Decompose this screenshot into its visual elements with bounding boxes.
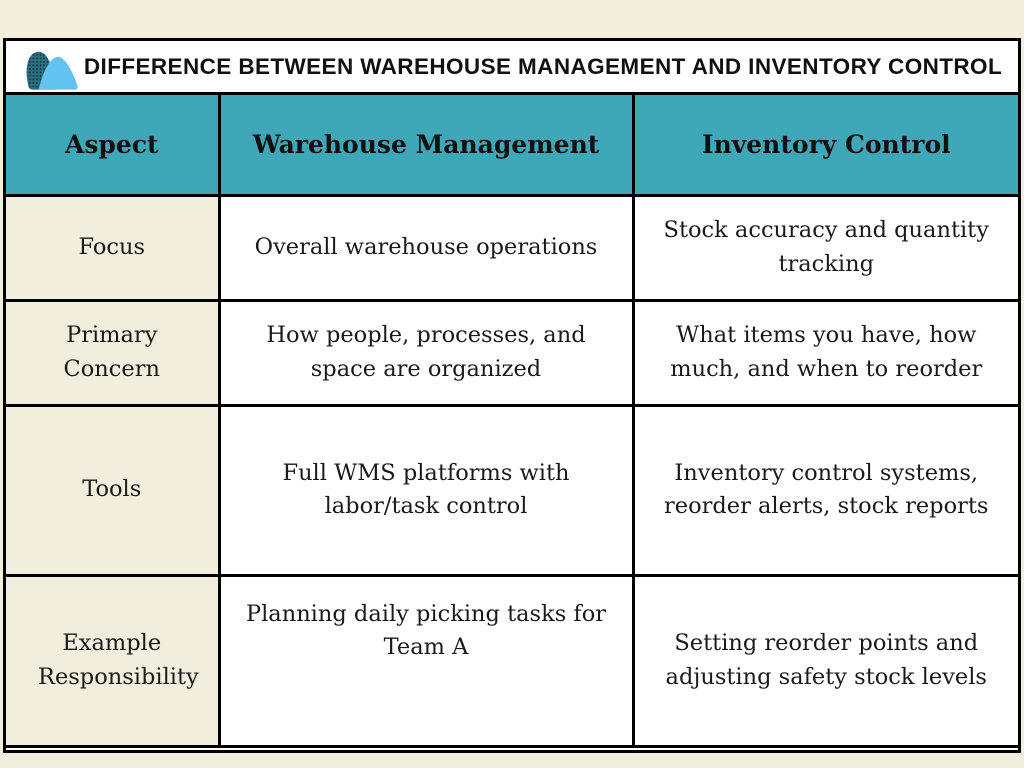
warehouse-cell: How people, processes, and space are org…	[217, 298, 635, 407]
warehouse-cell: Overall warehouse operations	[217, 193, 635, 302]
comparison-card: DIFFERENCE BETWEEN WAREHOUSE MANAGEMENT …	[3, 38, 1021, 753]
aspect-cell: Tools	[4, 403, 221, 577]
title-band: DIFFERENCE BETWEEN WAREHOUSE MANAGEMENT …	[6, 41, 1018, 95]
warehouse-cell: Planning daily picking tasks for Team A	[217, 573, 635, 747]
table-row-example-responsibility: Example Responsibility Planning daily pi…	[4, 573, 1020, 747]
aspect-cell: Primary Concern	[4, 298, 221, 407]
table-row-primary-concern: Primary Concern How people, processes, a…	[4, 298, 1020, 407]
two-peaks-logo-icon	[26, 51, 78, 90]
table-wrapper: Aspect Warehouse Management Inventory Co…	[4, 93, 1020, 748]
logo-light-peak	[38, 56, 78, 90]
table-header-row: Aspect Warehouse Management Inventory Co…	[4, 93, 1020, 197]
table-row-tools: Tools Full WMS platforms with labor/task…	[4, 403, 1020, 577]
inventory-cell: Inventory control systems, reorder alert…	[631, 403, 1020, 577]
warehouse-cell: Full WMS platforms with labor/task contr…	[217, 403, 635, 577]
page-title: DIFFERENCE BETWEEN WAREHOUSE MANAGEMENT …	[83, 53, 1003, 79]
column-header-inventory-control: Inventory Control	[631, 93, 1020, 197]
inventory-cell: Setting reorder points and adjusting saf…	[631, 573, 1020, 747]
aspect-cell: Focus	[4, 193, 221, 302]
column-header-warehouse-management: Warehouse Management	[217, 93, 635, 197]
inventory-cell: Stock accuracy and quantity tracking	[631, 193, 1020, 302]
comparison-table: Aspect Warehouse Management Inventory Co…	[4, 93, 1020, 747]
table-row-focus: Focus Overall warehouse operations Stock…	[4, 193, 1020, 302]
aspect-cell: Example Responsibility	[4, 573, 221, 747]
column-header-aspect: Aspect	[4, 93, 221, 197]
inventory-cell: What items you have, how much, and when …	[631, 298, 1020, 407]
